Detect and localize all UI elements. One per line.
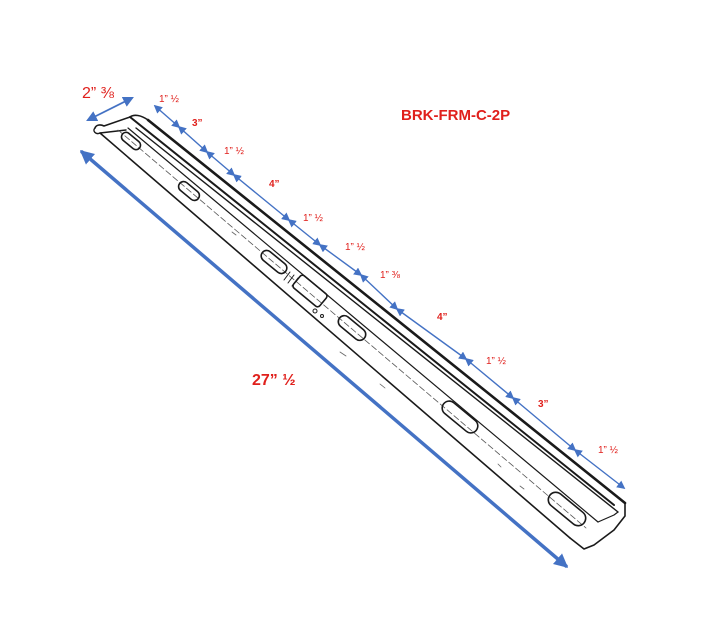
segment-dimension-line (511, 396, 577, 452)
segment-label: 1” ½ (598, 445, 619, 456)
part-number: BRK-FRM-C-2P (401, 107, 511, 124)
slot (337, 314, 367, 342)
c-channel-bracket (93, 114, 627, 550)
segment-label: 1” ½ (486, 356, 507, 367)
segment-label: 1” ½ (224, 146, 245, 157)
slot (120, 131, 142, 151)
segment-label: 3” (192, 118, 203, 129)
width-dimension (86, 97, 134, 121)
slot (177, 180, 201, 202)
web-far-edge (127, 127, 599, 523)
rivet-dot (312, 308, 318, 314)
segment-label: 4” (269, 179, 280, 190)
far-end-cap (569, 502, 626, 550)
slot (260, 249, 288, 275)
web-mid-edge (117, 129, 587, 529)
segment-label: 1” ½ (345, 242, 366, 253)
mounting-slots (120, 131, 587, 527)
segment-dimension-line (153, 104, 181, 129)
segment-dimension-line (573, 448, 626, 490)
rivet-dot (320, 314, 324, 318)
segment-label: 1” ½ (159, 94, 180, 105)
segment-dimensions (153, 104, 626, 490)
width-label: 2” ⅜ (82, 85, 115, 102)
segment-dimension-line (395, 308, 468, 360)
segment-dimension-line (177, 125, 209, 154)
web-near-edge (99, 132, 571, 539)
segment-dimension-line (464, 357, 515, 400)
segment-dimension-line (287, 218, 322, 247)
segment-label: 3” (538, 399, 549, 410)
near-end-cap (94, 114, 149, 129)
dimension-lines (79, 97, 626, 568)
total-length-dimension (79, 150, 569, 568)
stamp-marks (283, 271, 324, 318)
segment-label: 1” ½ (303, 213, 324, 224)
far-end-inner (597, 511, 619, 523)
segment-dimension-line (359, 273, 399, 311)
segment-label: 4” (437, 312, 448, 323)
back-flange-outer (129, 116, 615, 506)
segment-dimension-line (232, 173, 291, 222)
top-fold-line (146, 118, 627, 505)
segment-dimension-line (205, 150, 236, 177)
segment-label: 1” ⅜ (380, 270, 401, 281)
segment-dimension-line (318, 244, 363, 276)
total-length-label: 27” ½ (252, 372, 296, 389)
back-flange-inner (135, 127, 619, 513)
